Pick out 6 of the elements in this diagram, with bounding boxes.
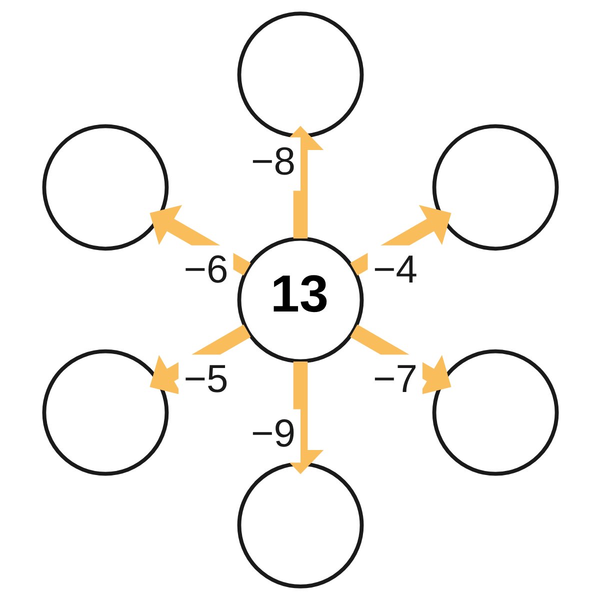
edge-label: −4: [372, 248, 418, 292]
edge-label: −9: [250, 412, 296, 456]
edge-label: −8: [250, 140, 296, 184]
edge-label: −6: [183, 248, 228, 292]
edge-label: −5: [183, 358, 228, 401]
edge-label: −7: [372, 358, 418, 401]
